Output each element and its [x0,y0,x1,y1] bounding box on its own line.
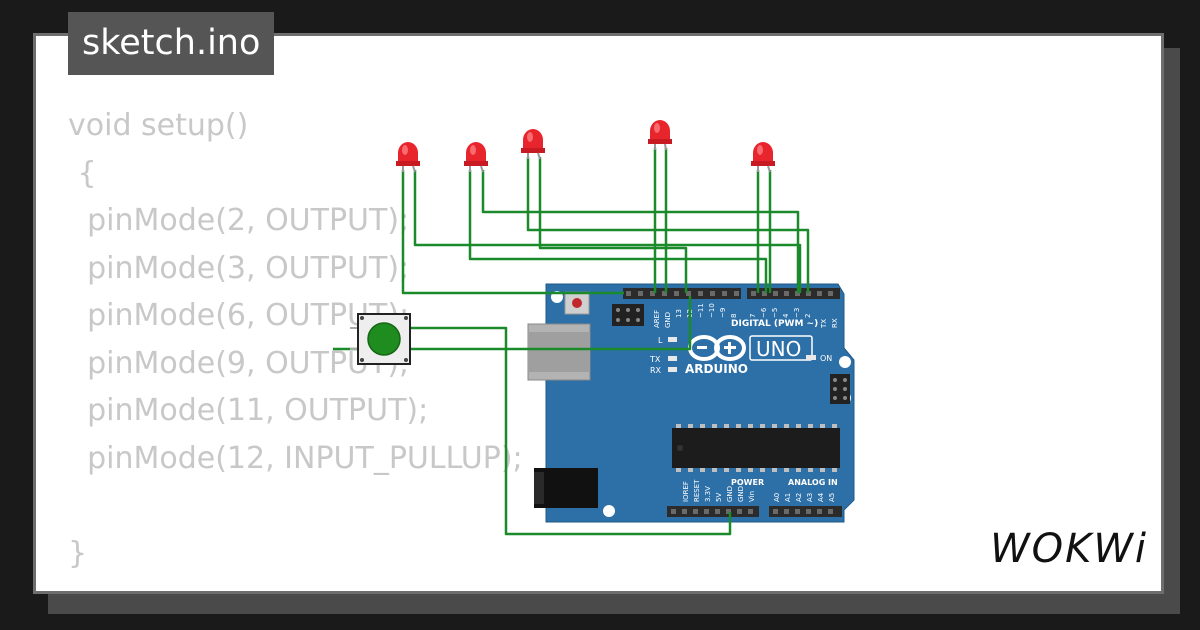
analog-pin-label: A1 [784,493,792,502]
power-pin-label: 5V [715,493,723,502]
wire[interactable] [413,170,802,293]
code-line: void setup() [68,108,249,143]
pin-label: 2 [804,314,812,318]
tx-pin-label: TX [820,319,828,329]
code-line: pinMode(2, OUTPUT); [68,203,410,238]
wires[interactable] [333,148,810,536]
tx-led [668,356,677,361]
pin-label: 8 [730,314,738,318]
push-button[interactable] [350,313,411,365]
icsp-header-2 [830,374,850,404]
code-line: pinMode(11, OUTPUT); [68,393,429,428]
pin-label: ~3 [793,308,801,318]
uno-badge [749,335,813,361]
pin-label: 7 [749,314,757,318]
rx-label: RX [650,366,662,375]
pin-label: ~10 [708,303,716,318]
pin-label: 13 [675,309,683,318]
gnd-label: GND [664,312,672,328]
icsp-header [612,304,644,326]
power-pin-label: 3.3V [704,486,712,502]
code-line: } [68,535,88,571]
arduino-uno-board[interactable]: AREF GND 13 12 ~11 ~10 ~9 8 7 ~6 ~5 4 ~3… [527,283,855,523]
wire[interactable] [538,157,688,293]
analog-label: ANALOG IN [788,478,838,487]
on-label: ON [820,354,832,363]
digital-label: DIGITAL (PWM ~) [731,319,818,329]
file-tab[interactable]: sketch.ino [68,12,275,75]
analog-pin-label: A3 [806,493,814,502]
digital-header-left [623,288,741,299]
on-led [806,355,816,360]
analog-pin-label: A2 [795,493,803,502]
l-led [668,337,677,342]
mount-hole [839,356,851,368]
wire[interactable] [481,170,800,293]
wire[interactable] [526,157,810,293]
pin-label: 4 [782,313,790,318]
tx-label: TX [649,355,661,364]
pin-label: ~11 [697,303,705,318]
power-pin-label: GND [726,486,734,502]
wire[interactable] [401,170,624,295]
rx-pin-label: RX [831,318,839,328]
led-2[interactable] [464,142,488,173]
wokwi-logo: WOKWi [990,526,1148,572]
power-label: POWER [731,478,764,487]
pin-label: ~6 [760,307,768,318]
analog-header [769,506,842,517]
pin-label: ~5 [771,308,779,318]
wire[interactable] [468,170,768,293]
code-line: { [68,155,97,191]
atmega-chip [672,424,840,472]
power-header [667,506,759,517]
led-4[interactable] [648,120,672,151]
uno-label: UNO [756,337,801,361]
mount-hole [603,505,615,517]
analog-pin-label: A4 [817,492,825,502]
code-line: pinMode(12, INPUT_PULLUP); [68,440,523,476]
power-pin-label: Vin [748,491,756,502]
led-3[interactable] [521,129,545,160]
led-1[interactable] [396,142,420,173]
wire[interactable] [410,326,732,536]
l-label: L [658,336,663,345]
power-pin-label: RESET [693,479,701,502]
arduino-label: ARDUINO [685,362,748,376]
rx-led [668,367,677,372]
led-5[interactable] [751,142,775,173]
wire[interactable] [333,296,692,351]
analog-pin-label: A5 [828,493,836,502]
pin-label: ~9 [719,308,727,318]
power-pin-label: IOREF [682,481,690,502]
digital-header-right [747,288,840,299]
aref-label: AREF [653,310,661,328]
analog-pin-label: A0 [773,493,781,502]
code-line: pinMode(3, OUTPUT); [68,250,410,286]
power-pin-label: GND [737,486,745,502]
power-jack [534,468,598,508]
